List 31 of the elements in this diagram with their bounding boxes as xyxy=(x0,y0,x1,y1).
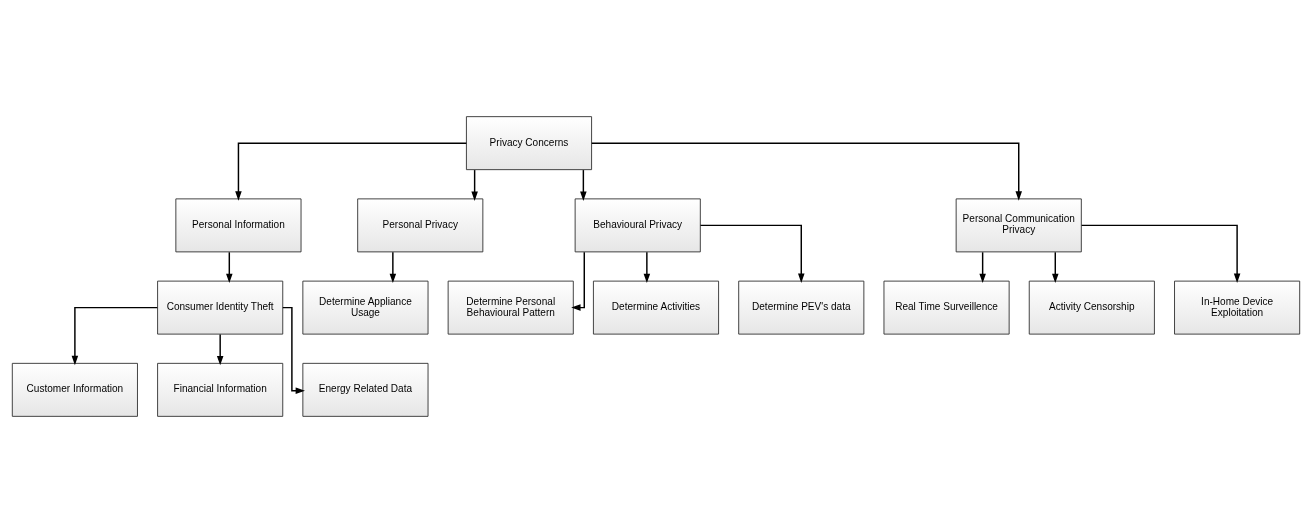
node-box: Privacy Concerns xyxy=(465,115,593,170)
node-box: Behavioural Privacy xyxy=(574,197,701,252)
node-box: Personal Information xyxy=(175,197,302,252)
arrow xyxy=(699,224,805,283)
node-box: Determine Appliance Usage xyxy=(302,280,429,335)
arrow xyxy=(282,306,305,394)
node-box: Determine Activities xyxy=(592,280,720,335)
node-box: Customer Information xyxy=(11,362,138,417)
arrow xyxy=(571,251,585,311)
node-box: Energy Related Data xyxy=(302,362,429,417)
arrow xyxy=(226,251,233,283)
node-box: Real Time Surveillence xyxy=(883,280,1010,335)
node-box: Personal Communication Privacy xyxy=(955,197,1082,252)
arrow xyxy=(1080,224,1241,283)
arrow xyxy=(235,141,468,201)
node-box: Determine Personal Behavioural Pattern xyxy=(447,280,574,335)
arrow xyxy=(71,306,159,365)
node-box: Activity Censorship xyxy=(1028,280,1155,335)
node-box: Consumer Identity Theft xyxy=(157,280,284,335)
node-box: Financial Information xyxy=(157,362,284,417)
arrow xyxy=(580,168,587,201)
node-box: Personal Privacy xyxy=(357,197,484,252)
arrow xyxy=(389,251,397,283)
arrow xyxy=(643,251,651,283)
node-box: In-Home Device Exploitation xyxy=(1174,280,1301,335)
node-box: Determine PEV's data xyxy=(738,280,865,335)
arrow xyxy=(1052,251,1059,283)
arrow xyxy=(979,251,986,283)
arrow xyxy=(471,168,478,201)
arrow xyxy=(216,333,224,365)
arrow xyxy=(591,141,1022,201)
